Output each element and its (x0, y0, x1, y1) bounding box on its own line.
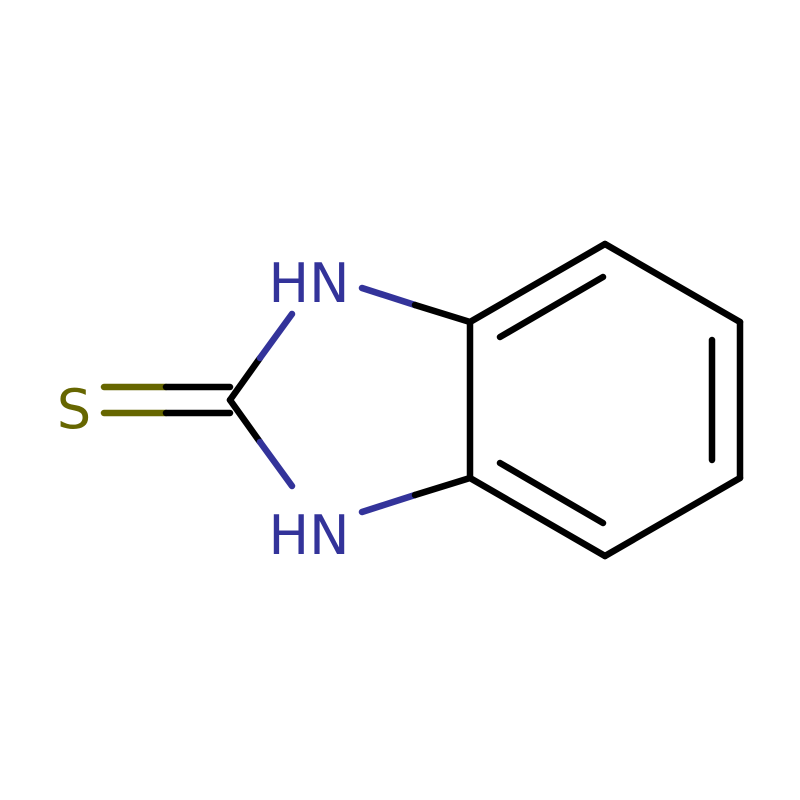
bond-c2-n3 (226, 396, 296, 490)
nh-top-atom-label: HN (269, 252, 350, 315)
benzene-ring (466, 240, 744, 560)
nh-bottom-atom-label: HN (269, 504, 350, 567)
thione-double-bond (100, 383, 234, 417)
bond-c7a-c7-inner (496, 273, 607, 341)
bond-c5-c4 (601, 474, 744, 560)
bond-n1-c7a (358, 284, 474, 326)
bond-c7a-c7 (466, 240, 609, 326)
bond-c2-n1 (226, 310, 296, 404)
bond-c7-c6 (601, 240, 744, 326)
sulfur-atom-label: S (57, 378, 91, 441)
bond-n3-c3a (358, 474, 474, 516)
bond-c4-c3a (466, 474, 609, 560)
bond-c4-c3a-inner (496, 459, 607, 527)
